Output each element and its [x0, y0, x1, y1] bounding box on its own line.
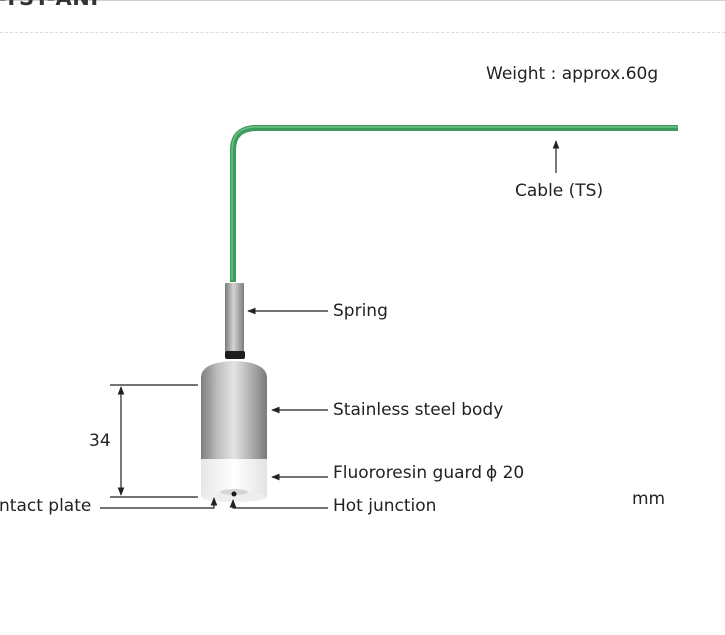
section-separator [0, 32, 725, 33]
hot-junction-leader [229, 499, 328, 509]
hot-junction-label: Hot junction [333, 496, 437, 516]
body-label: Stainless steel body [333, 400, 504, 420]
contact-plate-leader [100, 497, 218, 509]
cable-highlight [231, 126, 678, 280]
spring-label: Spring [333, 301, 388, 321]
spring-tube [225, 283, 244, 353]
guard-bottom [201, 492, 267, 502]
cable [230, 125, 678, 282]
guard-diameter: ϕ 20 [486, 463, 525, 483]
cable-label: Cable (TS) [515, 181, 604, 201]
hot-junction-dot [231, 491, 237, 497]
contact-plate-label: ntact plate [0, 496, 92, 516]
spring-ring [225, 351, 245, 359]
page-heading: -TST-ANP [0, 0, 106, 10]
unit-label: mm [632, 489, 666, 509]
dimension-value: 34 [89, 431, 111, 451]
guard-label-text: Fluororesin guard [333, 463, 482, 483]
top-border [0, 0, 725, 1]
stainless-steel-body [201, 361, 267, 460]
weight-label: Weight : approx.60g [486, 64, 659, 84]
